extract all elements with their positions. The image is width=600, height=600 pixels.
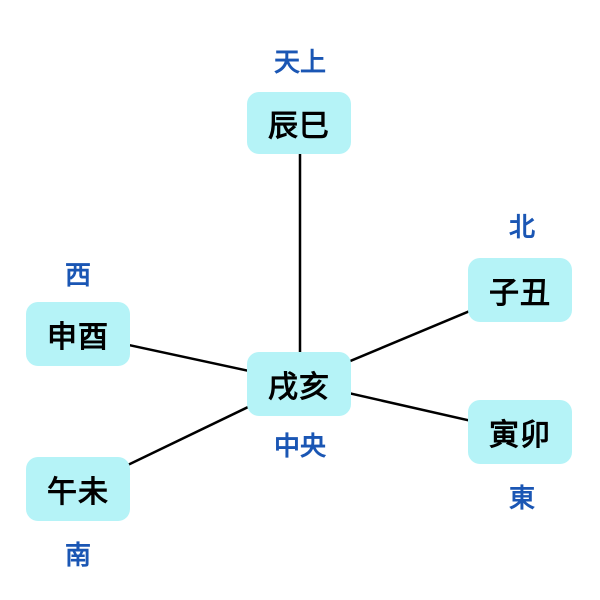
direction-label-right-lower: 東	[508, 484, 535, 514]
node-left-upper: 申酉	[26, 302, 130, 366]
direction-label-top: 天上	[273, 48, 326, 78]
direction-label-left-upper: 西	[64, 261, 91, 291]
node-left-lower: 午未	[26, 457, 130, 521]
node-right-upper: 子丑	[468, 258, 572, 322]
direction-label-right-upper: 北	[508, 213, 535, 243]
node-right-lower: 寅卯	[468, 400, 572, 464]
direction-label-center: 中央	[273, 432, 326, 462]
node-center: 戌亥	[247, 352, 351, 416]
direction-label-left-lower: 南	[64, 541, 91, 571]
node-top: 辰巳	[247, 92, 351, 154]
